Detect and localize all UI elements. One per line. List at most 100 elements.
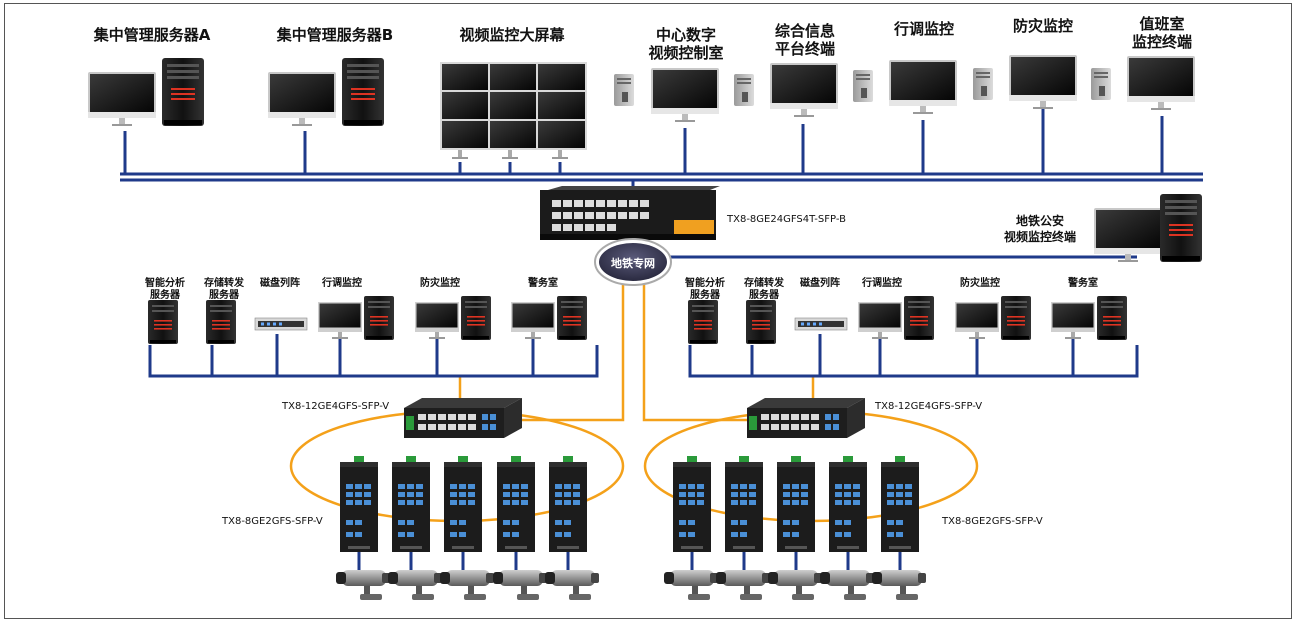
monitor-icon bbox=[858, 302, 902, 339]
server-tower-icon bbox=[746, 300, 776, 344]
left-label-analysis-1: 智能分析 bbox=[145, 276, 185, 289]
server-tower-icon bbox=[148, 300, 178, 344]
left-label-police-room: 警务室 bbox=[527, 276, 558, 289]
server-tower-icon bbox=[206, 300, 236, 344]
left-station bbox=[148, 296, 587, 344]
left-label-disk-array: 磁盘列阵 bbox=[260, 276, 300, 289]
monitor-icon bbox=[1127, 56, 1195, 110]
label-dispatch: 行调监控 bbox=[893, 20, 954, 38]
label-info-platform-2: 平台终端 bbox=[775, 40, 835, 58]
disk-array-icon bbox=[794, 317, 848, 331]
right-label-storage-1: 存储转发 bbox=[744, 276, 785, 289]
label-duty-room-1: 值班室 bbox=[1139, 15, 1184, 33]
edge-switch-icon bbox=[777, 456, 815, 552]
right-label-analysis-2: 服务器 bbox=[690, 288, 721, 301]
edge-switch-icon bbox=[340, 456, 378, 552]
camera-icon bbox=[545, 570, 599, 600]
right-station bbox=[688, 296, 1127, 344]
left-label-dispatch: 行调监控 bbox=[321, 276, 362, 289]
monitor-icon bbox=[88, 72, 156, 126]
left-label-storage-2: 服务器 bbox=[209, 288, 240, 301]
left-ring-switch bbox=[404, 398, 522, 438]
network-cloud bbox=[594, 238, 672, 286]
bus-links bbox=[120, 108, 1203, 570]
info-platform-group bbox=[734, 63, 838, 117]
monitor-icon bbox=[770, 63, 838, 117]
server-tower-icon bbox=[688, 300, 718, 344]
edge-switch-icon bbox=[725, 456, 763, 552]
monitor-icon bbox=[1094, 208, 1162, 262]
right-cameras bbox=[664, 570, 926, 600]
monitor-icon bbox=[1009, 55, 1077, 109]
label-server-b: 集中管理服务器B bbox=[276, 26, 393, 44]
camera-icon bbox=[872, 570, 926, 600]
right-edge-switches bbox=[673, 456, 919, 552]
right-label-analysis-1: 智能分析 bbox=[685, 276, 725, 289]
server-a-group bbox=[88, 58, 204, 126]
right-edge-switch-model: TX8-8GE2GFS-SFP-V bbox=[941, 516, 1043, 527]
right-label-storage-2: 服务器 bbox=[749, 288, 780, 301]
edge-switch-icon bbox=[497, 456, 535, 552]
right-label-disaster: 防灾监控 bbox=[960, 276, 1000, 289]
left-label-disaster: 防灾监控 bbox=[420, 276, 460, 289]
label-duty-room-2: 监控终端 bbox=[1132, 33, 1192, 51]
edge-switch-icon bbox=[392, 456, 430, 552]
label-police-terminal-1: 地铁公安 bbox=[1016, 213, 1064, 228]
server-tower-icon bbox=[461, 296, 491, 340]
edge-switch-icon bbox=[829, 456, 867, 552]
camera-icon bbox=[820, 570, 874, 600]
label-video-wall: 视频监控大屏幕 bbox=[459, 26, 565, 44]
camera-icon bbox=[336, 570, 390, 600]
pc-icon bbox=[973, 68, 993, 100]
server-tower-icon bbox=[557, 296, 587, 340]
label-server-a: 集中管理服务器A bbox=[93, 26, 211, 44]
monitor-icon bbox=[268, 72, 336, 126]
camera-icon bbox=[388, 570, 442, 600]
camera-icon bbox=[493, 570, 547, 600]
pc-icon bbox=[1091, 68, 1111, 100]
diagram-frame bbox=[4, 3, 1292, 619]
disk-array-icon bbox=[254, 317, 308, 331]
label-police-terminal-2: 视频监控终端 bbox=[1004, 229, 1076, 244]
edge-switch-icon bbox=[881, 456, 919, 552]
camera-icon bbox=[440, 570, 494, 600]
monitor-icon bbox=[651, 68, 719, 122]
left-edge-switches bbox=[340, 456, 587, 552]
police-terminal-group bbox=[1094, 194, 1202, 262]
edge-switch-icon bbox=[673, 456, 711, 552]
left-edge-switch-model: TX8-8GE2GFS-SFP-V bbox=[221, 516, 323, 527]
center-video-group bbox=[614, 68, 719, 122]
core-switch bbox=[540, 186, 720, 240]
label-info-platform-1: 综合信息 bbox=[775, 22, 835, 40]
camera-icon bbox=[664, 570, 718, 600]
network-label: 地铁专网 bbox=[611, 256, 655, 270]
monitor-icon bbox=[415, 302, 459, 339]
server-b-group bbox=[268, 58, 384, 126]
pc-icon bbox=[614, 74, 634, 106]
left-ring-switch-model: TX8-12GE4GFS-SFP-V bbox=[281, 401, 389, 412]
pc-icon bbox=[853, 70, 873, 102]
left-label-storage-1: 存储转发 bbox=[204, 276, 245, 289]
monitor-icon bbox=[889, 60, 957, 114]
left-cameras bbox=[336, 570, 599, 600]
server-tower-icon bbox=[904, 296, 934, 340]
label-center-video-1: 中心数字 bbox=[656, 26, 716, 44]
camera-icon bbox=[716, 570, 770, 600]
right-label-police-room: 警务室 bbox=[1067, 276, 1098, 289]
core-switch-model: TX8-8GE24GFS4T-SFP-B bbox=[726, 214, 846, 225]
server-tower-icon bbox=[162, 58, 204, 126]
right-ring-switch bbox=[747, 398, 865, 438]
label-center-video-2: 视频控制室 bbox=[648, 44, 723, 62]
right-label-disk-array: 磁盘列阵 bbox=[800, 276, 840, 289]
label-disaster: 防灾监控 bbox=[1013, 17, 1073, 35]
edge-switch-icon bbox=[444, 456, 482, 552]
server-tower-icon bbox=[342, 58, 384, 126]
monitor-icon bbox=[955, 302, 999, 339]
edge-switch-icon bbox=[549, 456, 587, 552]
video-wall bbox=[440, 62, 587, 159]
right-label-dispatch: 行调监控 bbox=[861, 276, 902, 289]
monitor-icon bbox=[318, 302, 362, 339]
server-tower-icon bbox=[1160, 194, 1202, 262]
server-tower-icon bbox=[1001, 296, 1031, 340]
